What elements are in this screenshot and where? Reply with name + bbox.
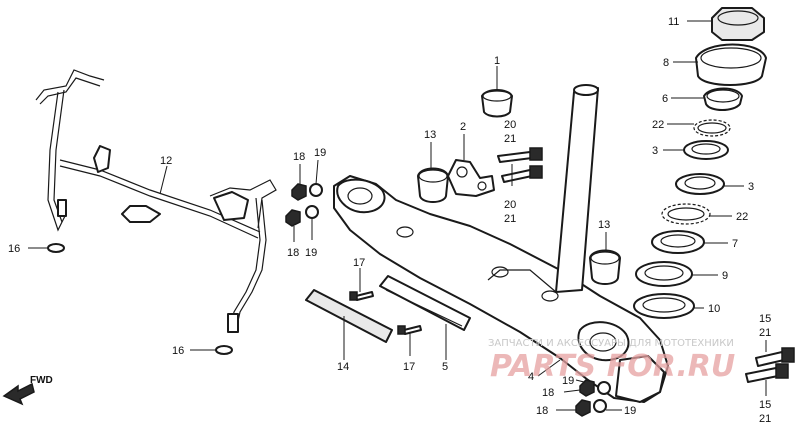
small-parts-bottom — [575, 347, 795, 417]
grommets — [47, 243, 233, 355]
callout-4: 4 — [528, 371, 534, 383]
callout-18: 18 — [293, 151, 305, 163]
callout-2: 2 — [460, 121, 466, 133]
bearing-stack — [633, 7, 767, 319]
callout-5: 5 — [442, 361, 448, 373]
callout-14: 14 — [337, 361, 349, 373]
leader-lines — [28, 20, 767, 411]
fwd-label: FWD — [30, 375, 53, 386]
callouts: 11 8 6 22 3 3 22 7 9 10 1 2 13 20 21 20 … — [8, 16, 771, 425]
callout-22: 22 — [652, 119, 664, 131]
callout-12: 12 — [160, 155, 172, 167]
bracket-assembly — [35, 69, 277, 333]
callout-3: 3 — [748, 181, 754, 193]
callout-13: 13 — [424, 129, 436, 141]
watermark: ЗАПЧАСТИ И АКСЕССУАРЫ ДЛЯ МОТОТЕХНИКИ PA… — [488, 338, 735, 384]
callout-13: 13 — [598, 219, 610, 231]
callout-20: 20 — [504, 119, 516, 131]
callout-10: 10 — [708, 303, 720, 315]
callout-19: 19 — [305, 247, 317, 259]
callout-9: 9 — [722, 270, 728, 282]
callout-1: 1 — [494, 55, 500, 67]
callout-21: 21 — [504, 213, 516, 225]
callout-11: 11 — [668, 16, 679, 28]
callout-15: 15 — [759, 313, 771, 325]
callout-7: 7 — [732, 238, 738, 250]
watermark-tagline: ЗАПЧАСТИ И АКСЕССУАРЫ ДЛЯ МОТОТЕХНИКИ — [488, 338, 734, 349]
callout-17: 17 — [403, 361, 415, 373]
steering-stem — [487, 84, 599, 293]
callout-6: 6 — [662, 93, 668, 105]
callout-16: 16 — [172, 345, 184, 357]
callout-3: 3 — [652, 145, 658, 157]
callout-19: 19 — [624, 405, 636, 417]
callout-16: 16 — [8, 243, 20, 255]
callout-17: 17 — [353, 257, 365, 269]
callout-21: 21 — [504, 133, 516, 145]
callout-19: 19 — [562, 375, 574, 387]
watermark-brand: PARTS FOR.RU — [490, 349, 735, 384]
callout-20: 20 — [504, 199, 516, 211]
bottom-bridge — [333, 175, 669, 403]
callout-22: 22 — [736, 211, 748, 223]
fwd-arrow: FWD — [2, 375, 53, 406]
callout-15: 15 — [759, 399, 771, 411]
callout-18: 18 — [542, 387, 554, 399]
callout-19: 19 — [314, 147, 326, 159]
plates — [305, 275, 471, 343]
callout-21: 21 — [759, 413, 771, 425]
callout-18: 18 — [536, 405, 548, 417]
callout-21: 21 — [759, 327, 771, 339]
callout-18: 18 — [287, 247, 299, 259]
screws — [349, 291, 422, 335]
mount-right — [589, 249, 621, 285]
callout-8: 8 — [663, 57, 669, 69]
